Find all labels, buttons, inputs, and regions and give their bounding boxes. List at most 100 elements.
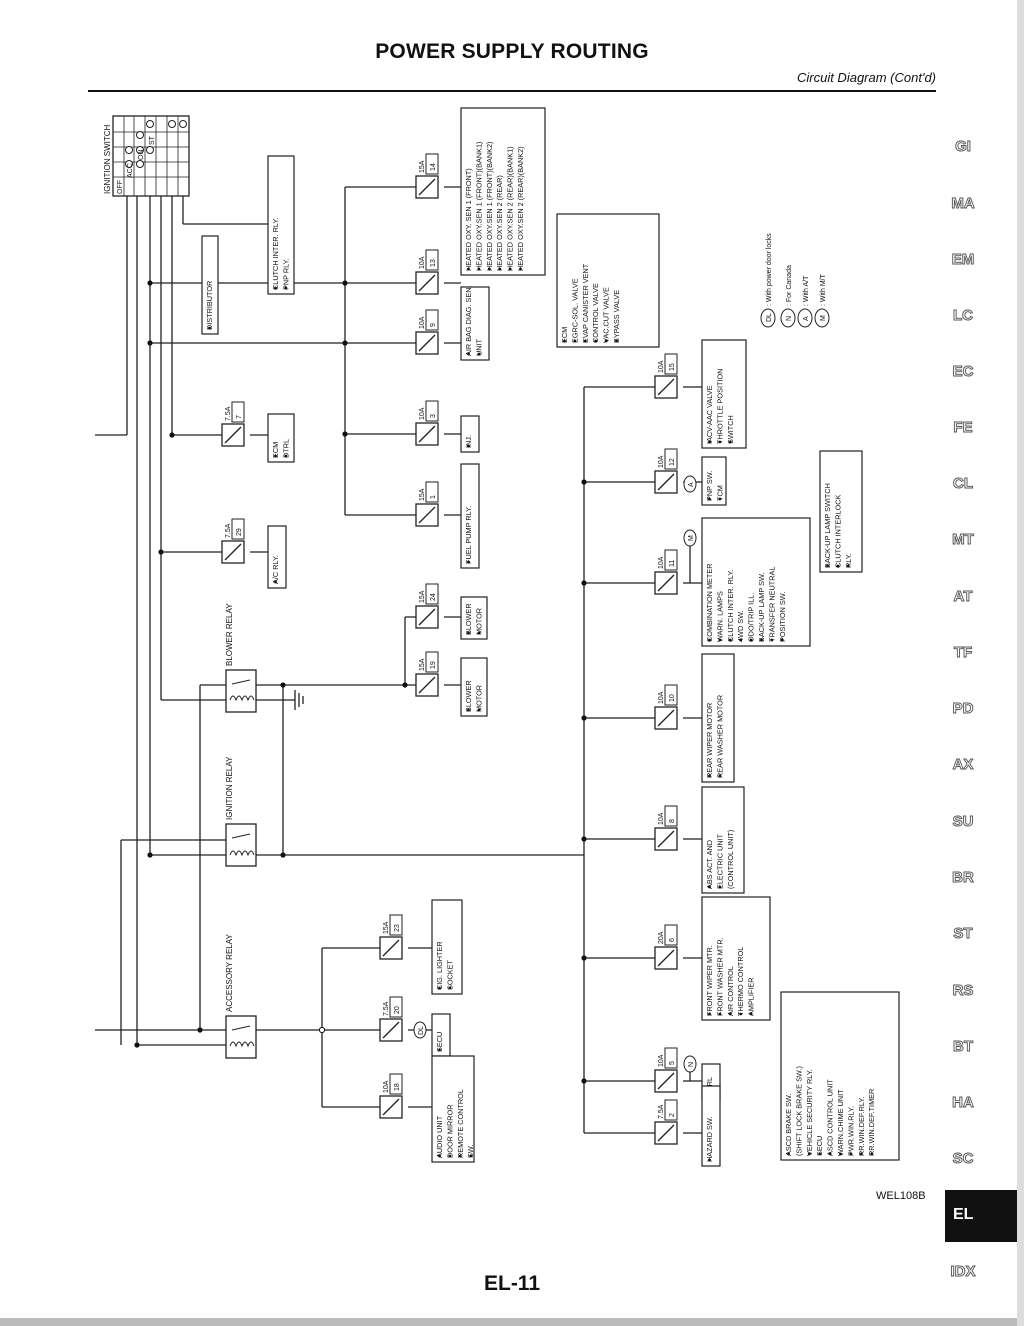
- load-ascd-line-3: SECU: [815, 1136, 824, 1156]
- nav-item-ax[interactable]: AX: [952, 756, 974, 774]
- load-audio-line-1: DOOR MIRROR: [445, 1104, 454, 1158]
- nav-item-st[interactable]: ST: [953, 925, 973, 943]
- fuse-amp-19: 15A: [419, 658, 426, 671]
- marker-m: M: [688, 535, 695, 541]
- load-blower19-line-1: MOTOR: [474, 685, 483, 712]
- nav-item-bt[interactable]: BT: [953, 1038, 974, 1056]
- nav-item-ma[interactable]: MA: [951, 195, 975, 213]
- legend-code-m: M: [820, 315, 827, 321]
- load-ascd-line-0: ASCD BRAKE SW.: [784, 1094, 793, 1156]
- load-ascd-line-8: RR.WIN.DEF.TIMER: [867, 1089, 876, 1156]
- load-airbag-line-0: AIR BAG DIAG. SEN.: [464, 285, 473, 356]
- load-ecm-line-3: CONTROL VALVE: [591, 283, 600, 343]
- fuse-num-5: 5: [669, 1061, 676, 1065]
- load-backup-line-1: CLUTCH INTERLOCK: [833, 494, 842, 568]
- load-oxy-line-1: HEATED OXY.SEN 1 (FRONT)(BANK1): [474, 142, 483, 271]
- load-oxy-line-0: HEATED OXY. SEN 1 (FRONT): [464, 168, 473, 271]
- nav-item-rs[interactable]: RS: [952, 982, 974, 1000]
- ignition-relay-label: IGNITION RELAY: [225, 756, 234, 820]
- load-iacv-line-1: THROTTLE POSITION: [715, 369, 724, 444]
- right-edge: [1017, 0, 1024, 1326]
- nav-item-idx[interactable]: IDX: [950, 1263, 976, 1281]
- fuse-amp-14: 15A: [419, 160, 426, 173]
- fuse-amp-1: 15A: [419, 488, 426, 501]
- legend-text-m: : With M/T: [820, 273, 827, 306]
- load-frontwiper-line-0: FRONT WIPER MTR.: [705, 945, 714, 1016]
- load-frontwiper-line-2: AIR CONTROL: [726, 966, 735, 1016]
- nav-item-sc[interactable]: SC: [952, 1150, 974, 1168]
- load-ecm-line-0: ECM: [560, 327, 569, 343]
- load-oxy-line-2: HEATED OXY.SEN 1 (FRONT)(BANK2): [485, 142, 494, 271]
- load-backup-line-0: BACK-UP LAMP SWITCH: [823, 483, 832, 568]
- marker-a: A: [688, 482, 695, 487]
- load-blower19-line-0: BLOWER: [464, 680, 473, 712]
- fuse-num-11: 11: [669, 560, 676, 567]
- nav-item-at[interactable]: AT: [953, 588, 973, 606]
- marker-dl: DL: [418, 1026, 425, 1035]
- load-dist: DISTRIBUTOR: [201, 235, 219, 335]
- ignition-relay: IGNITION RELAY: [225, 756, 257, 867]
- legend-code-n: N: [786, 316, 793, 321]
- load-combi-line-2: CLUTCH INTER. RLY.: [726, 570, 735, 642]
- load-pnp-line-0: PNP SW.: [705, 471, 714, 501]
- fuse-amp-20: 7.5A: [383, 1001, 390, 1016]
- fuse-amp-15: 10A: [658, 360, 665, 373]
- load-blower24-line-1: MOTOR: [474, 608, 483, 635]
- load-combi-line-0: COMBINATION METER: [705, 563, 714, 642]
- ignition-pos-acc: ACC: [127, 163, 134, 178]
- junction-layer: [134, 280, 587, 1084]
- nav-item-tf[interactable]: TF: [953, 644, 973, 662]
- load-ecmdtrl-line-1: DTRL: [281, 439, 290, 458]
- ignition-pos-st: ST: [149, 135, 156, 145]
- blower-relay-label: BLOWER RELAY: [225, 603, 234, 666]
- nav-item-el-label: EL: [953, 1206, 974, 1223]
- load-rearwiper-line-1: REAR WASHER MOTOR: [715, 695, 724, 778]
- nav-item-cl[interactable]: CL: [953, 475, 974, 493]
- fuse-num-2: 2: [669, 1113, 676, 1117]
- nav-item-gi[interactable]: GI: [955, 138, 972, 156]
- nav-item-ha[interactable]: HA: [952, 1094, 975, 1112]
- load-clutch-line-1: PNP RLY.: [281, 258, 290, 290]
- load-frontwiper-line-1: FRONT WASHER MTR.: [715, 937, 724, 1016]
- fuse-num-13: 13: [430, 259, 437, 267]
- load-ascd-line-5: WARN.CHIME UNIT: [836, 1089, 845, 1156]
- nav-item-ec[interactable]: EC: [952, 363, 974, 381]
- nav-item-pd[interactable]: PD: [952, 700, 974, 718]
- nav-item-br[interactable]: BR: [952, 869, 975, 887]
- load-inj-line-0: INJ.: [464, 435, 473, 448]
- ignition-switch-title: IGNITION SWITCH: [103, 124, 112, 194]
- load-iacv-line-2: SWITCH: [726, 415, 735, 444]
- wiring: [95, 186, 702, 1134]
- fuse-amp-24: 15A: [419, 590, 426, 603]
- load-audio-line-0: AUDIO UNIT: [435, 1115, 444, 1158]
- fuse-num-24: 24: [430, 593, 437, 601]
- load-ecm-line-1: EGRC-SOL. VALVE: [570, 278, 579, 343]
- nav-item-mt[interactable]: MT: [952, 531, 975, 549]
- load-combi-line-3: 4WD SW.: [736, 610, 745, 642]
- fuse-amp-13: 10A: [419, 256, 426, 269]
- accessory-relay-label: ACCESSORY RELAY: [225, 934, 234, 1012]
- nav-item-em[interactable]: EM: [951, 251, 975, 269]
- nav-item-el-active[interactable]: EL: [945, 1190, 1021, 1242]
- nav-item-lc[interactable]: LC: [953, 307, 974, 325]
- nav-item-fe[interactable]: FE: [953, 419, 973, 437]
- nav-item-su[interactable]: SU: [952, 813, 974, 831]
- load-clutch: CLUTCH INTER. RLY.PNP RLY.: [267, 155, 295, 295]
- legend-code-dl: DL: [766, 313, 773, 322]
- fuse-amp-11: 10A: [658, 556, 665, 569]
- load-airbag: AIR BAG DIAG. SEN.UNIT: [460, 285, 490, 361]
